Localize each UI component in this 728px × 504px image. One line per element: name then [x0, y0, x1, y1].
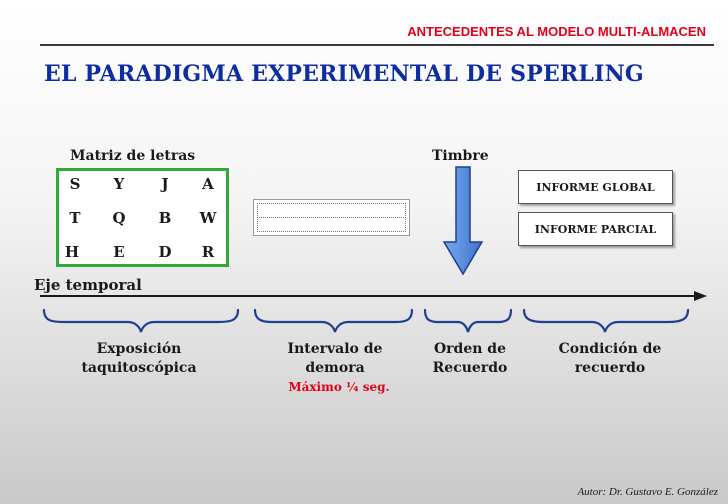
phase-exposure-line2: taquitoscópica [81, 360, 197, 376]
letter-matrix: S Y J A T Q B W H E D R [56, 168, 229, 267]
matrix-cell: E [113, 243, 125, 261]
header-subtitle: ANTECEDENTES AL MODELO MULTI-ALMACEN [407, 24, 706, 39]
phase-order-line1: Orden de [433, 341, 507, 357]
matrix-cell: S [69, 175, 81, 193]
phase-delay: Intervalo de demora [270, 340, 400, 378]
phase-exposure-line1: Exposición [96, 341, 182, 357]
matrix-cell: T [69, 209, 81, 227]
timbre-label: Timbre [432, 148, 489, 164]
phase-condition-line1: Condición de [558, 341, 662, 357]
brace-order [423, 308, 513, 333]
global-report-button[interactable]: INFORME GLOBAL [518, 170, 673, 204]
matrix-cell: Q [112, 209, 126, 227]
slide-title: EL PARADIGMA EXPERIMENTAL DE SPERLING [44, 61, 644, 87]
matrix-label: Matriz de letras [70, 148, 196, 164]
matrix-cell: H [64, 243, 80, 261]
brace-delay [253, 308, 414, 333]
down-arrow-icon [442, 166, 484, 276]
matrix-cell: W [199, 209, 217, 227]
matrix-cell: J [161, 175, 169, 193]
matrix-cell: B [158, 209, 172, 227]
time-axis [40, 291, 707, 301]
delay-max-note: Máximo ¼ seg. [288, 380, 390, 394]
phase-condition: Condición de recuerdo [540, 340, 680, 378]
matrix-cell: D [158, 243, 172, 261]
author-credit: Autor: Dr. Gustavo E. González [577, 486, 718, 498]
brace-condition [522, 308, 690, 333]
timeline-label: Eje temporal [34, 276, 142, 294]
partial-report-button[interactable]: INFORME PARCIAL [518, 212, 673, 246]
phase-delay-line1: Intervalo de [287, 341, 383, 357]
phase-delay-line2: demora [305, 360, 365, 376]
phase-exposure: Exposición taquitoscópica [54, 340, 224, 378]
phase-order: Orden de Recuerdo [420, 340, 520, 378]
phase-condition-line2: recuerdo [574, 360, 646, 376]
brace-exposure [42, 308, 240, 333]
header-divider [40, 44, 714, 46]
blank-interval-panel [253, 199, 410, 236]
matrix-cell: A [202, 175, 214, 193]
matrix-cell: R [201, 243, 215, 261]
phase-order-line2: Recuerdo [432, 360, 508, 376]
matrix-cell: Y [113, 175, 125, 193]
